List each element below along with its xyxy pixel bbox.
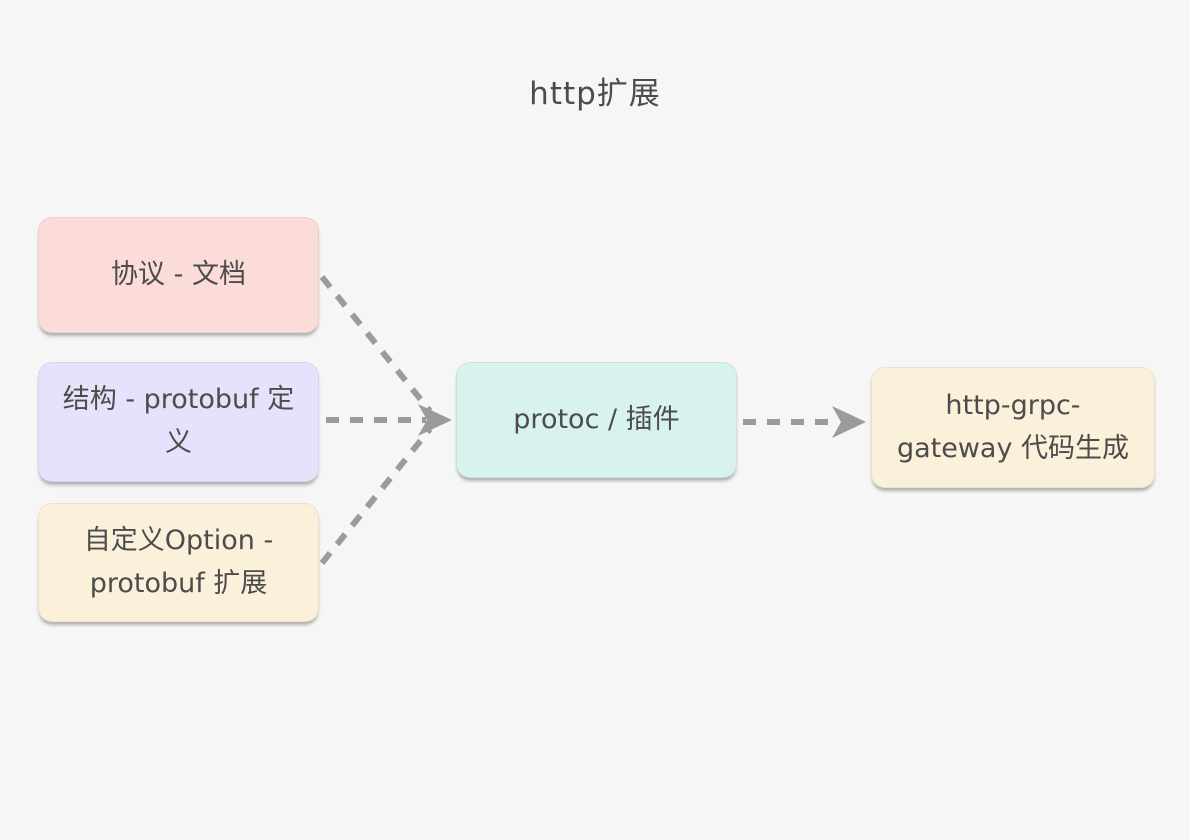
edge-custom-option-to-protoc	[319, 427, 433, 565]
edge-protoc-to-gateway	[743, 406, 866, 438]
node-structure-protobuf: 结构 - protobuf 定义	[38, 362, 319, 482]
node-structure-protobuf-label: 结构 - protobuf 定义	[62, 384, 295, 458]
node-custom-option: 自定义Option - protobuf 扩展	[38, 503, 319, 622]
node-protocol-doc: 协议 - 文档	[38, 217, 319, 333]
edge-protocol-doc-to-protoc	[319, 275, 433, 413]
node-gateway-codegen: http-grpc-gateway 代码生成	[871, 367, 1155, 488]
node-protocol-doc-label: 协议 - 文档	[111, 258, 246, 290]
node-protoc-plugin: protoc / 插件	[456, 362, 737, 478]
node-custom-option-label: 自定义Option - protobuf 扩展	[83, 524, 274, 599]
node-protoc-plugin-label: protoc / 插件	[513, 403, 680, 435]
edge-arrowhead-into-protoc	[418, 404, 452, 436]
diagram-title: http扩展	[529, 76, 661, 112]
node-gateway-codegen-label: http-grpc-gateway 代码生成	[896, 389, 1130, 464]
